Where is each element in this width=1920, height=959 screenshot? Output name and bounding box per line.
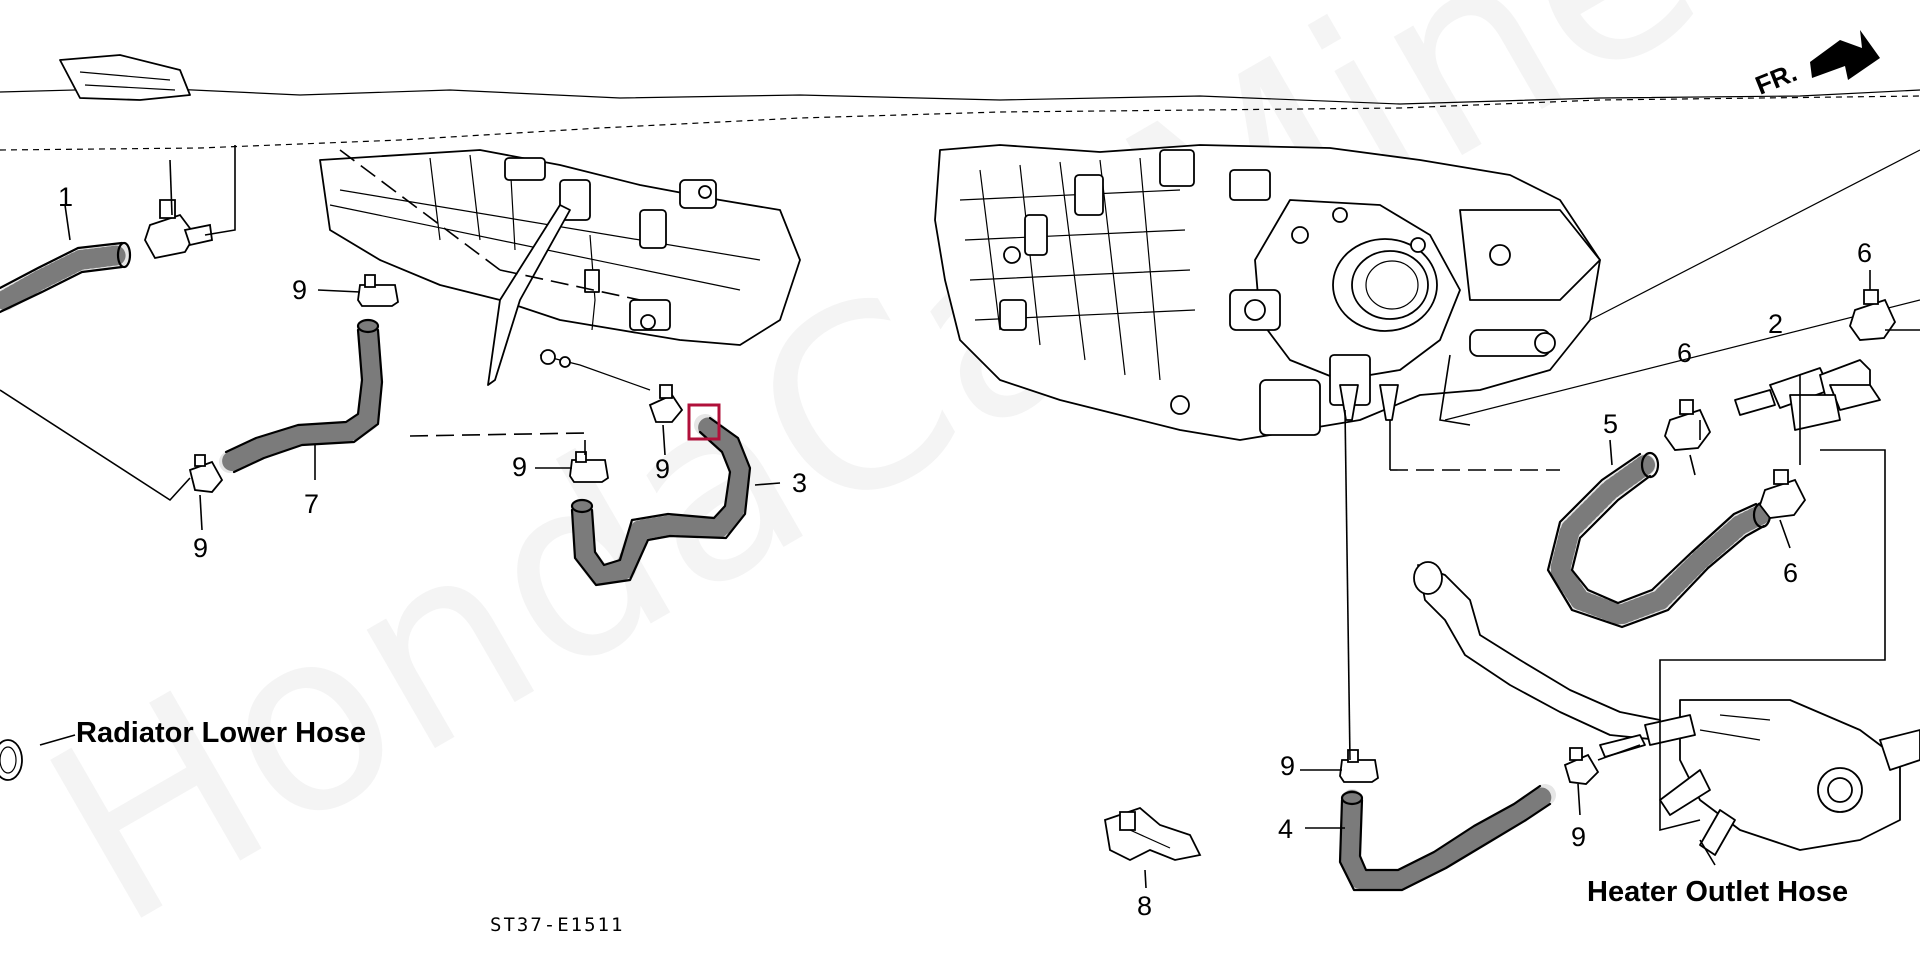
radiator-lower-hose-fitting [0,739,23,781]
hose-3 [570,414,752,587]
hose-4 [1338,784,1556,892]
callout-6b: 6 [1857,238,1872,268]
callout-4: 4 [1278,814,1293,844]
clamp-6a [1664,399,1712,451]
top-edge-line [0,87,1920,105]
callout-9c: 9 [512,452,527,482]
clamp-9f [1563,747,1600,785]
hose-1 [0,241,132,314]
clamp-9c [569,451,609,483]
callout-7: 7 [304,489,319,519]
callout-1: 1 [58,182,73,212]
right-reference-line-2 [1444,299,1920,421]
engine-block-left [319,149,801,391]
callout-9a: 9 [292,275,307,305]
clamp-9d [648,384,684,423]
callout-8: 8 [1137,891,1152,921]
callout-6a: 6 [1677,338,1692,368]
callout-9f: 9 [1571,822,1586,852]
callout-9d: 9 [655,454,670,484]
clamp-8 [1103,806,1202,862]
right-reference-line [1589,149,1920,321]
drawing-code: ST37-E1511 [490,914,624,936]
callout-5: 5 [1603,409,1618,439]
front-direction-label: FR. [1751,57,1801,101]
hose-7 [219,318,384,474]
upper-left-component [59,54,191,101]
clamp-9a [357,274,399,307]
clamp-6c [1849,289,1897,341]
clamp-9e [1339,749,1379,783]
top-edge-line-2 [0,95,1920,151]
radiator-lower-hose-label: Radiator Lower Hose [76,717,366,749]
callout-9e: 9 [1280,751,1295,781]
clamp-6b [1758,469,1807,519]
clamp-9b [188,454,224,493]
callout-9b: 9 [193,533,208,563]
clamp-top-left [144,199,214,260]
pipe-2 [1734,359,1881,431]
callout-6c: 6 [1783,558,1798,588]
hose-5 [1546,451,1772,629]
throttle-body [1229,199,1601,436]
selected-part-highlight[interactable] [687,403,721,441]
heater-outlet-hose-label: Heater Outlet Hose [1587,876,1848,908]
callout-3: 3 [792,468,807,498]
callout-2: 2 [1768,309,1783,339]
leader-lines [0,145,1920,889]
heater-outlet-pipe [1413,561,1920,856]
